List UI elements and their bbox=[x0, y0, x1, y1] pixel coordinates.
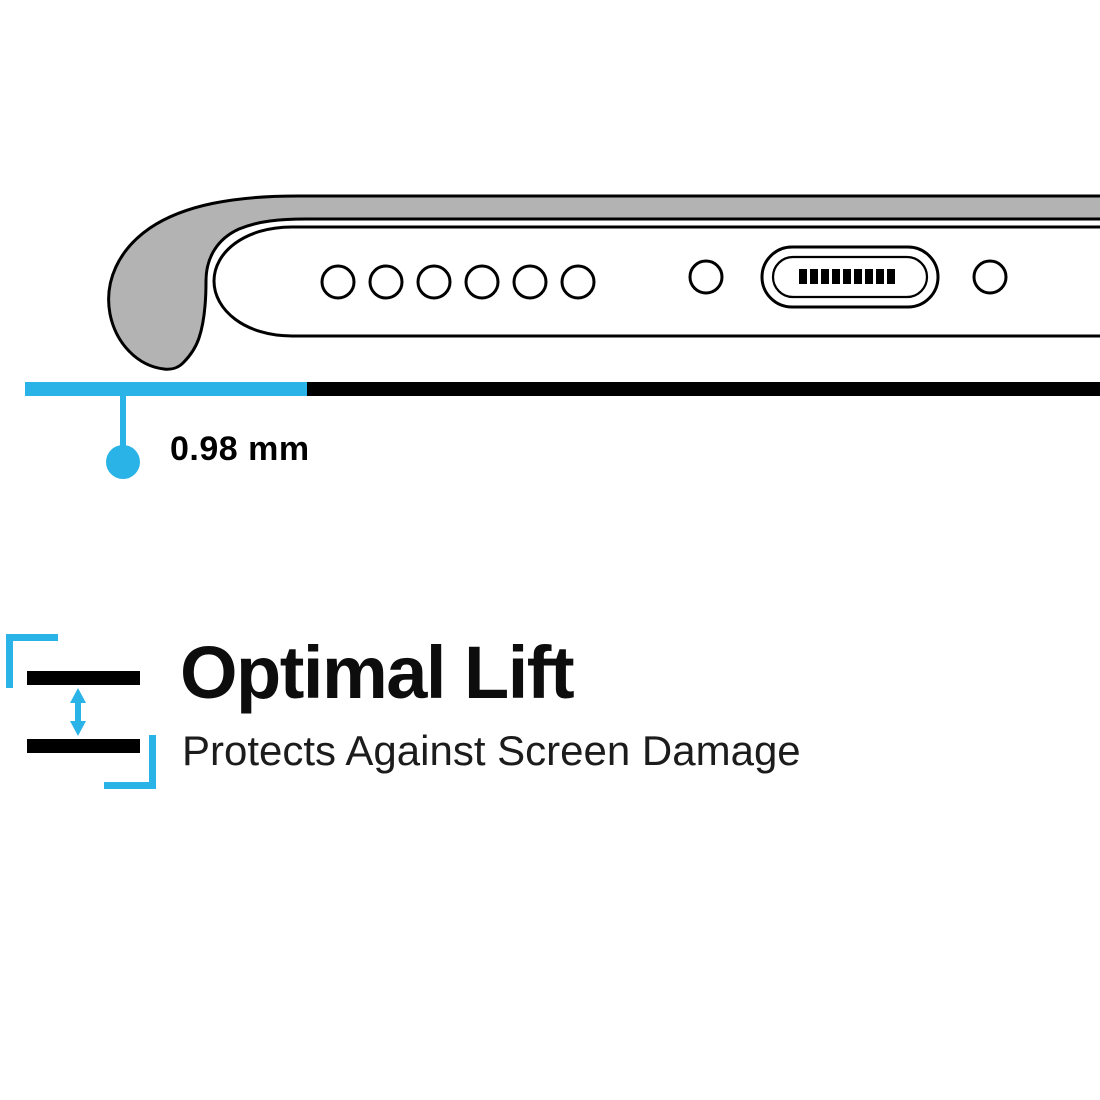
measurement-leader-line bbox=[120, 396, 126, 446]
speaker-hole bbox=[320, 264, 356, 300]
feature-title: Optimal Lift bbox=[180, 631, 575, 714]
screw-hole bbox=[972, 259, 1008, 295]
lift-top-surface-bar bbox=[27, 671, 140, 685]
speaker-hole bbox=[512, 264, 548, 300]
lift-gap-icon bbox=[6, 634, 156, 789]
measurement-dot bbox=[106, 445, 140, 479]
microphone-hole bbox=[688, 259, 724, 295]
lift-bottom-surface-bar bbox=[27, 739, 140, 753]
measurement-bar-surface bbox=[307, 382, 1100, 396]
speaker-hole bbox=[560, 264, 596, 300]
measurement-bar-case bbox=[25, 382, 307, 396]
speaker-hole bbox=[368, 264, 404, 300]
speaker-holes bbox=[320, 264, 596, 300]
feature-subtitle: Protects Against Screen Damage bbox=[182, 727, 801, 774]
charging-port-inner bbox=[771, 255, 929, 299]
speaker-hole bbox=[416, 264, 452, 300]
speaker-hole bbox=[464, 264, 500, 300]
corner-bracket-bottom-right-icon bbox=[104, 735, 156, 789]
charging-port bbox=[760, 245, 940, 309]
case-lip-shape bbox=[107, 194, 1100, 371]
lift-measurement-value: 0.98 mm bbox=[170, 430, 310, 468]
corner-bracket-top-left-icon bbox=[6, 634, 58, 688]
charging-port-pins bbox=[799, 269, 895, 284]
vertical-double-arrow-icon bbox=[70, 688, 86, 736]
